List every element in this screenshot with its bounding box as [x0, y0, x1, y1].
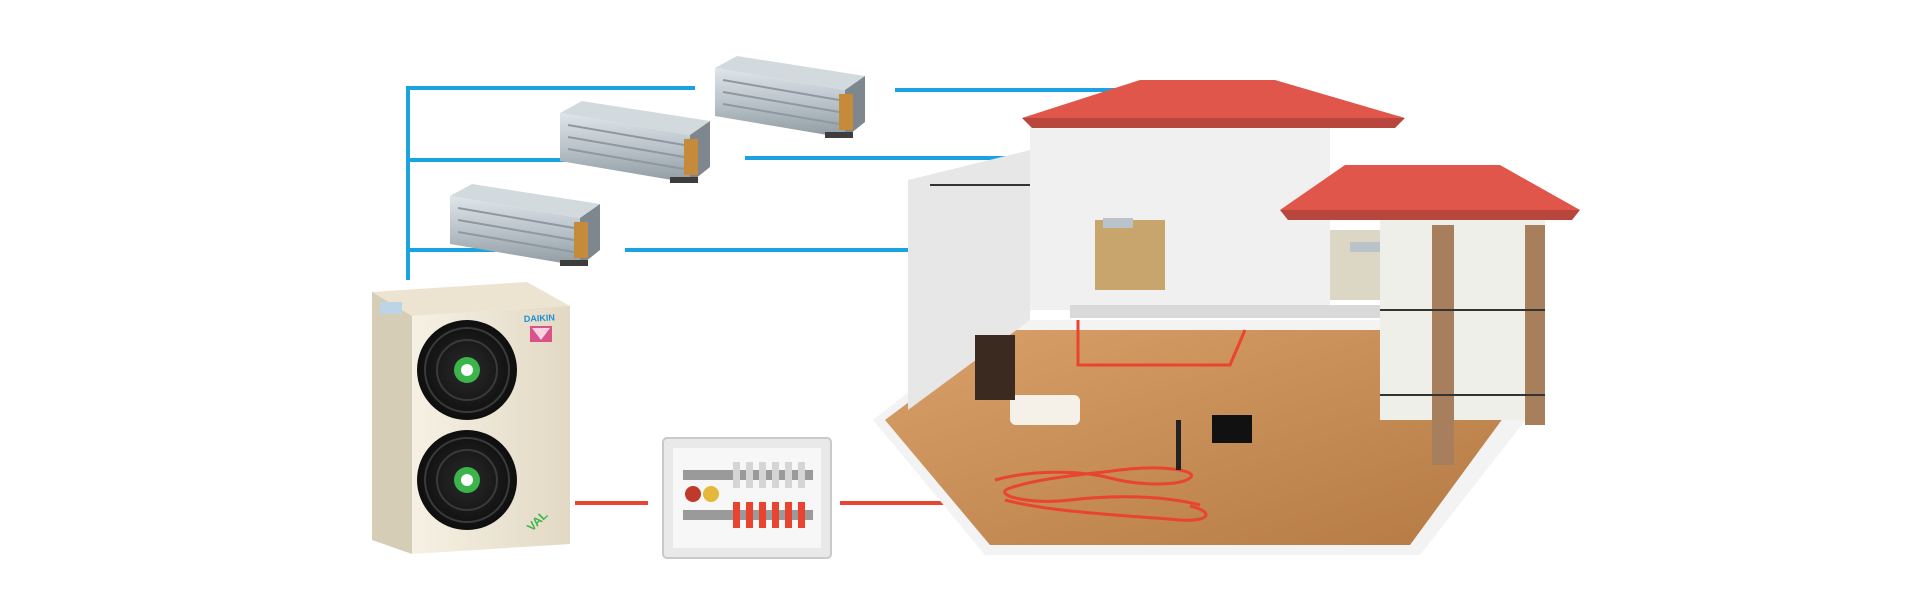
stone-pillar-right — [1525, 225, 1545, 425]
floor-heating-manifold — [662, 437, 832, 559]
manifold-valve — [759, 462, 766, 488]
house-back-wall — [908, 150, 1030, 410]
house-cutaway-icon — [873, 80, 1580, 555]
mid-floor-slab — [1070, 305, 1380, 318]
manifold-valve — [772, 462, 779, 488]
heat-pump-outdoor-unit-icon: DAIKIN VAL — [372, 282, 570, 554]
manifold-loop-outlet — [746, 502, 753, 528]
cooling-trunk-pipe — [406, 86, 695, 280]
manifold-loop-outlet — [798, 502, 805, 528]
manifold-loop-outlet — [785, 502, 792, 528]
sofa — [1010, 395, 1080, 425]
manifold-loop-outlet — [733, 502, 740, 528]
indoor-unit-3 — [450, 184, 600, 266]
floor-heating-manifold-icon — [662, 437, 832, 559]
manifold-valve — [785, 462, 792, 488]
house-cutaway — [873, 80, 1580, 555]
ducted-fan-coil-icon — [560, 101, 710, 183]
indoor-unit-2 — [560, 101, 710, 183]
speaker-left — [1176, 420, 1181, 470]
brand-badge-icon — [530, 326, 552, 342]
indoor-unit-1 — [715, 56, 865, 138]
dark-door — [975, 335, 1015, 400]
upper-floor-block — [1030, 120, 1330, 310]
outdoor-unit: DAIKIN VAL — [372, 282, 570, 554]
ducted-fan-coil-icon — [715, 56, 865, 138]
upper-room-left — [1095, 220, 1165, 290]
indoor-outlet-upper-left — [1103, 218, 1133, 228]
manifold-valve — [746, 462, 753, 488]
wood-floor — [885, 330, 1520, 545]
ducted-fan-coil-icon — [450, 184, 600, 266]
right-wing-block — [1380, 220, 1545, 420]
manifold-valve — [733, 462, 740, 488]
tv — [1212, 415, 1252, 443]
outdoor-unit-brand: DAIKIN — [524, 312, 555, 324]
manifold-loop-outlet — [772, 502, 779, 528]
manifold-loop-outlet — [759, 502, 766, 528]
balcony-railings — [930, 184, 1545, 396]
stone-pillar-left — [1432, 225, 1454, 465]
fan-grille-upper — [417, 320, 517, 420]
main-roof — [1022, 80, 1405, 118]
right-wing-roof — [1280, 165, 1580, 210]
indoor-outlet-upper-right — [1350, 242, 1380, 252]
fan-grille-lower — [417, 430, 517, 530]
manifold-valve — [798, 462, 805, 488]
heating-wall-pipe — [1076, 320, 1247, 367]
manifold-loops — [733, 462, 805, 528]
floor-heating-coil — [994, 466, 1208, 522]
